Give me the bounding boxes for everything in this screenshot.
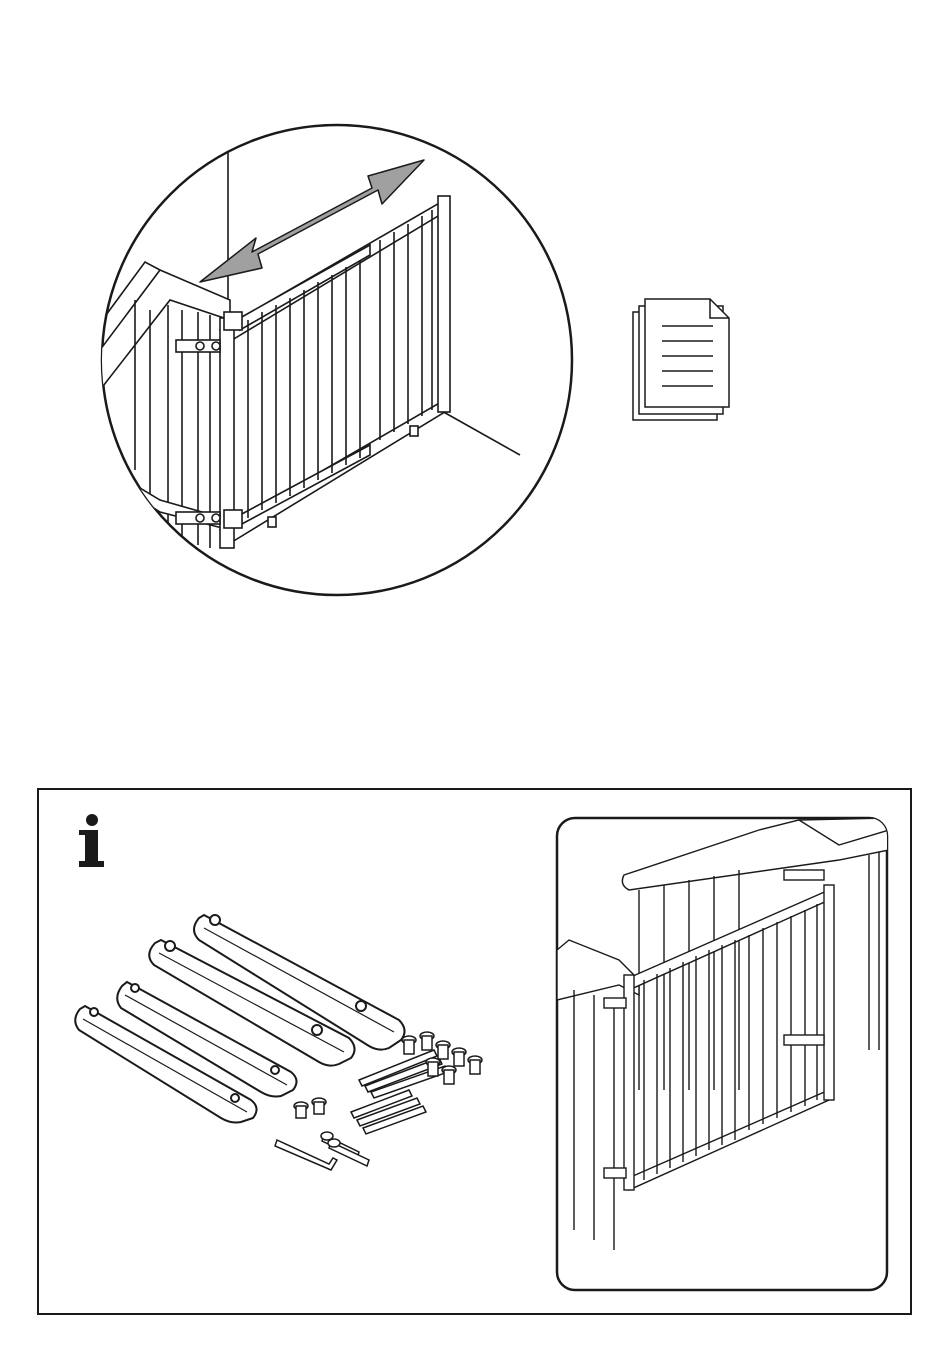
detail-callout-circle (95, 120, 572, 595)
info-panel (37, 788, 912, 1315)
mounting-bars (75, 915, 404, 1123)
screws (321, 1132, 369, 1166)
top-illustration (0, 0, 950, 640)
document-stack-icon (633, 299, 729, 420)
gate-installed-on-banister-icon (557, 818, 889, 1290)
info-i-icon (79, 814, 104, 867)
